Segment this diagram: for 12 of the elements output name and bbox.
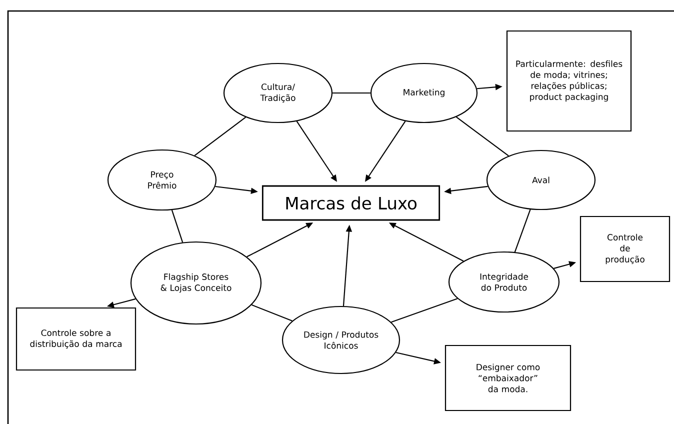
connector-line xyxy=(194,116,246,156)
title-box: Marcas de Luxo xyxy=(262,185,440,221)
connector-line xyxy=(252,304,292,322)
note-box: Controle de produção xyxy=(580,216,670,282)
connector-line xyxy=(332,92,370,94)
note-box: Particularmente: desfiles de moda; vitrines; relações públicas; product packaging xyxy=(506,30,632,132)
connector-line xyxy=(514,209,531,252)
note-box: Controle sobre a distribuição da marca xyxy=(16,307,136,371)
connector-line xyxy=(171,210,184,242)
connector-line xyxy=(391,298,458,323)
note-box: Designer como “embaixador” da moda. xyxy=(444,344,572,412)
connector-line xyxy=(456,116,509,156)
